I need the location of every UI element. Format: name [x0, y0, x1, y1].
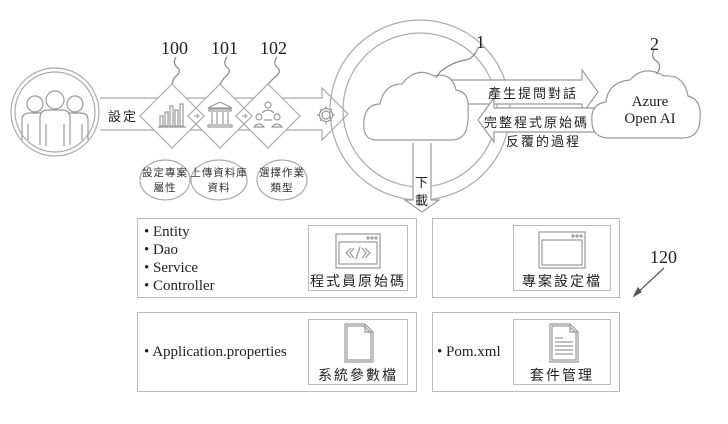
- users-circle-outer: [10, 67, 100, 157]
- caption-oval-100: [139, 159, 191, 201]
- return-arrow-label: 完整程式原始碼: [484, 116, 590, 131]
- setting-label: 設定: [108, 110, 139, 125]
- database-building-icon: [207, 101, 233, 128]
- output-box-project-config: 專案設定檔: [432, 218, 620, 298]
- bullet-application-properties: Application.properties: [144, 343, 287, 361]
- download-label-1: 下: [415, 176, 431, 191]
- text-document-icon: [549, 323, 579, 363]
- workflow-people-icon: [252, 101, 284, 128]
- bullet-pom-xml: Pom.xml: [437, 343, 501, 361]
- output-box-source-code: Entity Dao Service Controller 程式員原始碼: [137, 218, 417, 298]
- azure-label-line2: Open AI: [624, 111, 676, 127]
- prompt-arrow: [452, 68, 599, 116]
- browser-window-icon: [538, 231, 586, 269]
- return-arrow: [477, 96, 600, 144]
- users-group-icon: [21, 90, 89, 146]
- azure-openai-label: Azure Open AI: [614, 94, 686, 128]
- package-mgmt-caption: 套件管理: [530, 368, 594, 384]
- step-caption-101-line1: 上傳資料庫: [190, 167, 248, 179]
- system-params-bullets: Application.properties: [144, 343, 287, 361]
- download-arrow: [403, 143, 441, 213]
- system-params-card: 系統參數檔: [308, 319, 408, 385]
- project-config-caption: 專案設定檔: [522, 274, 602, 290]
- ref-number-1: 1: [476, 32, 485, 52]
- blank-document-icon: [344, 323, 374, 363]
- bullet-service: Service: [144, 259, 215, 277]
- iteration-label: 反覆的過程: [506, 135, 582, 150]
- step-caption-100-line1: 設定專案: [142, 167, 188, 179]
- step-caption-102-line1: 選擇作業: [259, 167, 305, 179]
- step-diamond-100: [139, 83, 205, 149]
- bar-chart-icon: [158, 103, 186, 128]
- step-caption-102: 選擇作業 類型: [257, 166, 307, 196]
- azure-label-line1: Azure: [631, 94, 669, 110]
- bullet-controller: Controller: [144, 277, 215, 295]
- source-code-caption: 程式員原始碼: [310, 274, 406, 290]
- output-box-package-mgmt: Pom.xml 套件管理: [432, 312, 620, 392]
- source-code-bullets: Entity Dao Service Controller: [144, 223, 215, 295]
- bullet-dao: Dao: [144, 241, 215, 259]
- step-diamond-102: [235, 83, 301, 149]
- azure-cloud: [591, 70, 701, 139]
- ref-number-101: 101: [211, 38, 238, 58]
- caption-oval-102: [256, 159, 308, 201]
- step-caption-100: 設定專案 屬性: [140, 166, 190, 196]
- users-circle-inner: [14, 71, 96, 153]
- ref-number-120: 120: [650, 247, 677, 267]
- system-params-caption: 系統參數檔: [318, 368, 398, 384]
- step-caption-100-line2: 屬性: [153, 182, 177, 194]
- main-cloud: [363, 71, 469, 141]
- output-box-system-params: Application.properties 系統參數檔: [137, 312, 417, 392]
- step-caption-101: 上傳資料庫 資料: [190, 166, 248, 196]
- step-caption-101-line2: 資料: [207, 182, 231, 194]
- bullet-entity: Entity: [144, 223, 215, 241]
- step-diamond-101: [187, 83, 253, 149]
- ref-number-2: 2: [650, 34, 659, 54]
- ref-number-100: 100: [161, 38, 188, 58]
- prompt-arrow-label: 產生提問對話: [488, 87, 579, 102]
- ref-number-102: 102: [260, 38, 287, 58]
- caption-oval-101: [190, 159, 248, 201]
- source-code-card: 程式員原始碼: [308, 225, 408, 291]
- code-window-icon: [335, 233, 381, 269]
- download-label-2: 載: [415, 194, 431, 209]
- project-config-card: 專案設定檔: [513, 225, 611, 291]
- package-mgmt-bullets: Pom.xml: [437, 343, 501, 361]
- package-mgmt-card: 套件管理: [513, 319, 611, 385]
- step-caption-102-line2: 類型: [270, 182, 294, 194]
